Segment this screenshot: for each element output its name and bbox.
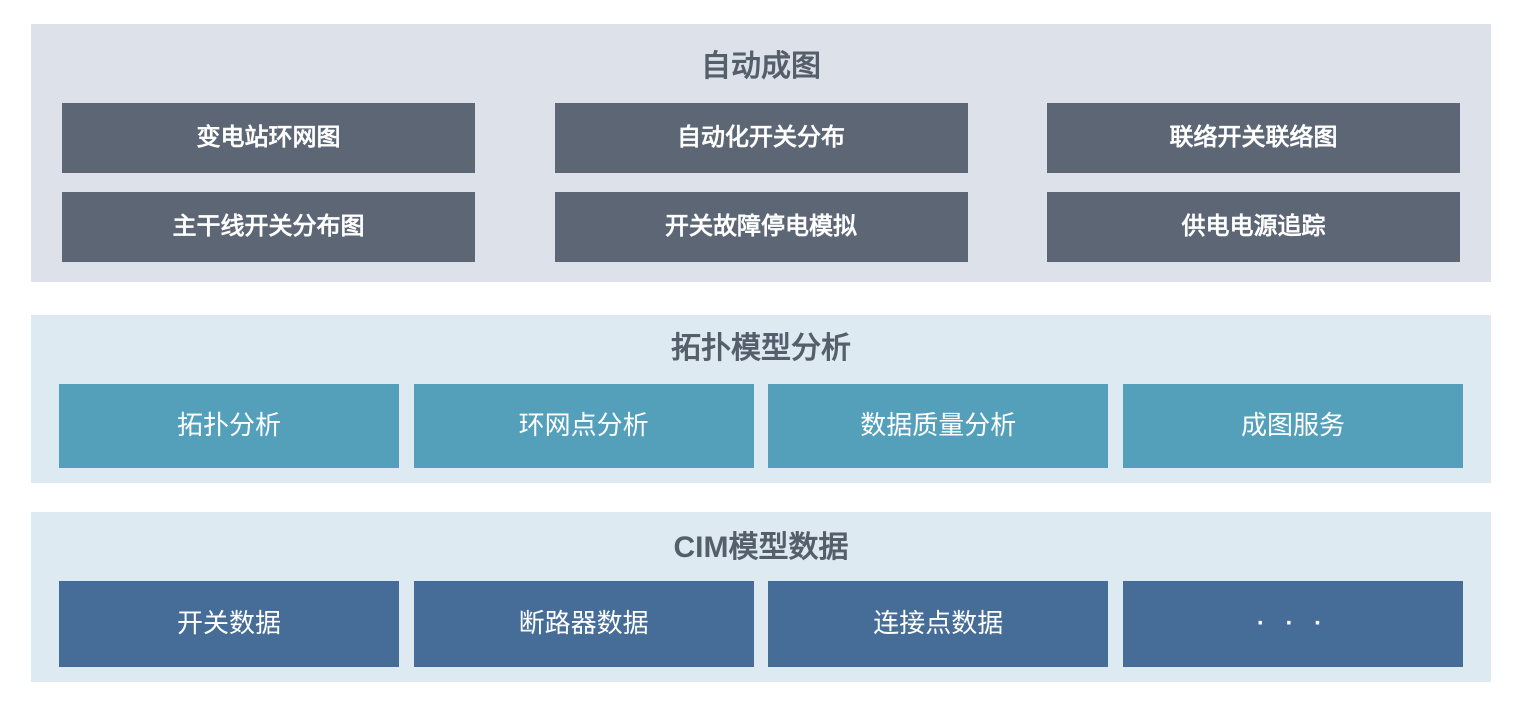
box-label: 环网点分析 — [518, 410, 649, 441]
box-label: 开关故障停电模拟 — [665, 212, 857, 240]
box-label: 开关数据 — [176, 608, 281, 639]
ellipsis-label: · · · — [1256, 609, 1330, 637]
section3-row: 开关数据 断路器数据 连接点数据 · · · — [59, 581, 1463, 667]
box-topology-analysis: 拓扑分析 — [59, 384, 399, 468]
section1-row-2: 主干线开关分布图 开关故障停电模拟 供电电源追踪 — [62, 192, 1460, 262]
section2-row: 拓扑分析 环网点分析 数据质量分析 成图服务 — [59, 384, 1463, 468]
box-tie-switch-connection-diagram: 联络开关联络图 — [1047, 103, 1460, 173]
box-label: 拓扑分析 — [176, 410, 281, 441]
box-label: 成图服务 — [1240, 410, 1345, 441]
box-label: 主干线开关分布图 — [172, 212, 365, 240]
section-auto-diagram-generation: 自动成图 变电站环网图 自动化开关分布 联络开关联络图 主干线开关分布图 开关故… — [31, 24, 1491, 282]
section1-row-1: 变电站环网图 自动化开关分布 联络开关联络图 — [62, 103, 1460, 173]
box-label: 断路器数据 — [518, 608, 649, 639]
box-trunk-line-switch-distribution-diagram: 主干线开关分布图 — [62, 192, 475, 262]
section-title-auto-diagram-generation: 自动成图 — [701, 50, 821, 83]
section-title-topology-model-analysis: 拓扑模型分析 — [671, 332, 851, 365]
box-circuit-breaker-data: 断路器数据 — [413, 581, 754, 667]
box-label: 联络开关联络图 — [1169, 123, 1338, 151]
box-label: 变电站环网图 — [196, 123, 341, 151]
box-diagram-generation-service: 成图服务 — [1122, 384, 1463, 468]
box-ring-network-point-analysis: 环网点分析 — [413, 384, 754, 468]
box-label: 数据质量分析 — [860, 410, 1017, 441]
section-cim-model-data: CIM模型数据 开关数据 断路器数据 连接点数据 · · · — [31, 512, 1491, 682]
box-power-supply-source-tracing: 供电电源追踪 — [1047, 192, 1460, 262]
box-automated-switch-distribution: 自动化开关分布 — [554, 103, 968, 173]
box-label: 供电电源追踪 — [1181, 212, 1326, 240]
section-topology-model-analysis: 拓扑模型分析 拓扑分析 环网点分析 数据质量分析 成图服务 — [31, 315, 1491, 483]
box-switch-data: 开关数据 — [59, 581, 399, 667]
box-more-data-ellipsis: · · · — [1122, 581, 1463, 667]
box-label: 连接点数据 — [873, 608, 1004, 639]
box-data-quality-analysis: 数据质量分析 — [768, 384, 1109, 468]
box-connection-point-data: 连接点数据 — [768, 581, 1109, 667]
section-title-cim-model-data: CIM模型数据 — [673, 531, 849, 564]
box-label: 自动化开关分布 — [677, 123, 845, 151]
box-substation-ring-network-diagram: 变电站环网图 — [62, 103, 475, 173]
box-switch-fault-outage-simulation: 开关故障停电模拟 — [554, 192, 968, 262]
